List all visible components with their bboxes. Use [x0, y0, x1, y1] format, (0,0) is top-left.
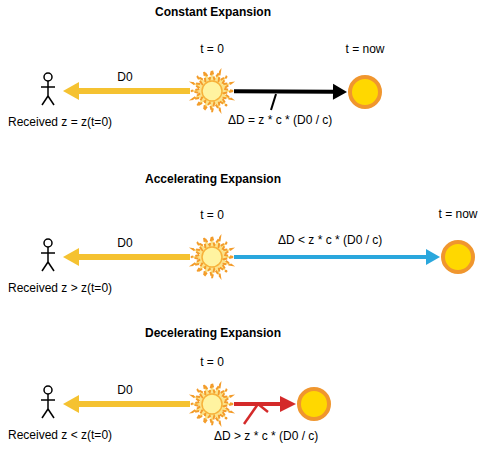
distance-arrow	[63, 248, 190, 266]
distance-arrow	[63, 395, 190, 413]
arrow-head	[333, 84, 347, 100]
origin-node: t = 0	[190, 69, 234, 113]
starburst-symbol	[190, 235, 234, 279]
figure-leg	[48, 409, 54, 418]
arrow-head	[63, 395, 79, 413]
edge-label: ΔD < z * c * (D0 / c)	[278, 233, 382, 247]
sun-symbol	[299, 389, 329, 419]
observer-node: Received z > z(t=0)	[33, 233, 63, 281]
origin-node: t = 0	[190, 235, 234, 279]
figure-arms	[41, 399, 55, 401]
figure-leg	[42, 262, 48, 271]
galaxy-node: t = now	[347, 74, 383, 110]
galaxy-node: t = now	[440, 239, 476, 275]
stick-figure	[33, 233, 63, 281]
burst-rays	[191, 383, 233, 425]
panel-title: Constant Expansion	[155, 5, 271, 19]
time-label: t = 0	[200, 208, 224, 222]
arrow-shaft	[234, 89, 333, 94]
sun-symbol	[440, 239, 476, 275]
edge-label: D0	[117, 383, 132, 397]
figure-arms	[41, 86, 55, 88]
burst-rays	[191, 70, 233, 112]
redshift-label: Received z > z(t=0)	[8, 281, 112, 295]
edge-label: ΔD = z * c * (D0 / c)	[228, 113, 332, 127]
figure-body	[47, 394, 49, 409]
leader-line	[271, 94, 276, 110]
figure-body	[47, 247, 49, 262]
burst-core	[202, 394, 222, 414]
burst-rays	[191, 236, 233, 278]
figure-body	[47, 81, 49, 96]
time-label: t = now	[345, 42, 384, 56]
starburst-symbol	[190, 69, 234, 113]
arrow-shaft	[234, 255, 426, 259]
arrow-shaft	[79, 254, 190, 260]
figure-leg	[48, 262, 54, 271]
distance-arrow	[63, 82, 190, 100]
sun-disc	[443, 242, 473, 272]
stick-figure	[33, 380, 63, 428]
sun-symbol	[347, 74, 383, 110]
time-label: t = now	[438, 207, 477, 221]
time-label: t = 0	[200, 42, 224, 56]
leader-line	[244, 404, 258, 424]
observer-node: Received z = z(t=0)	[33, 67, 63, 115]
burst-core	[202, 81, 222, 101]
sun-disc	[350, 77, 380, 107]
stick-figure	[33, 67, 63, 115]
figure-head	[44, 239, 52, 247]
burst-core	[202, 247, 222, 267]
starburst-symbol	[190, 382, 234, 426]
edge-label: D0	[117, 70, 132, 84]
figure-arms	[41, 252, 55, 254]
arrow-shaft	[79, 88, 190, 94]
panel-title: Accelerating Expansion	[145, 172, 281, 186]
redshift-label: Received z = z(t=0)	[8, 115, 112, 129]
figure-leg	[42, 96, 48, 105]
observer-node: Received z < z(t=0)	[33, 380, 63, 428]
arrow-head	[426, 249, 440, 265]
leader-line	[258, 404, 268, 412]
edge-label: D0	[117, 236, 132, 250]
time-label: t = 0	[200, 355, 224, 369]
arrow-head	[63, 82, 79, 100]
delta-label: ΔD > z * c * (D0 / c)	[214, 429, 318, 443]
arrow-head	[63, 248, 79, 266]
expansion-arrow	[234, 249, 440, 265]
decelerating-arrow-shaft	[234, 402, 280, 406]
panel-title: Decelerating Expansion	[145, 326, 281, 340]
decelerating-arrow-head	[280, 396, 296, 412]
expansion-arrow	[234, 84, 347, 100]
figure-leg	[42, 409, 48, 418]
figure-leg	[48, 96, 54, 105]
redshift-label: Received z < z(t=0)	[8, 428, 112, 442]
origin-node: t = 0	[190, 382, 234, 426]
arrow-shaft	[79, 401, 190, 407]
figure-head	[44, 386, 52, 394]
figure-head	[44, 73, 52, 81]
